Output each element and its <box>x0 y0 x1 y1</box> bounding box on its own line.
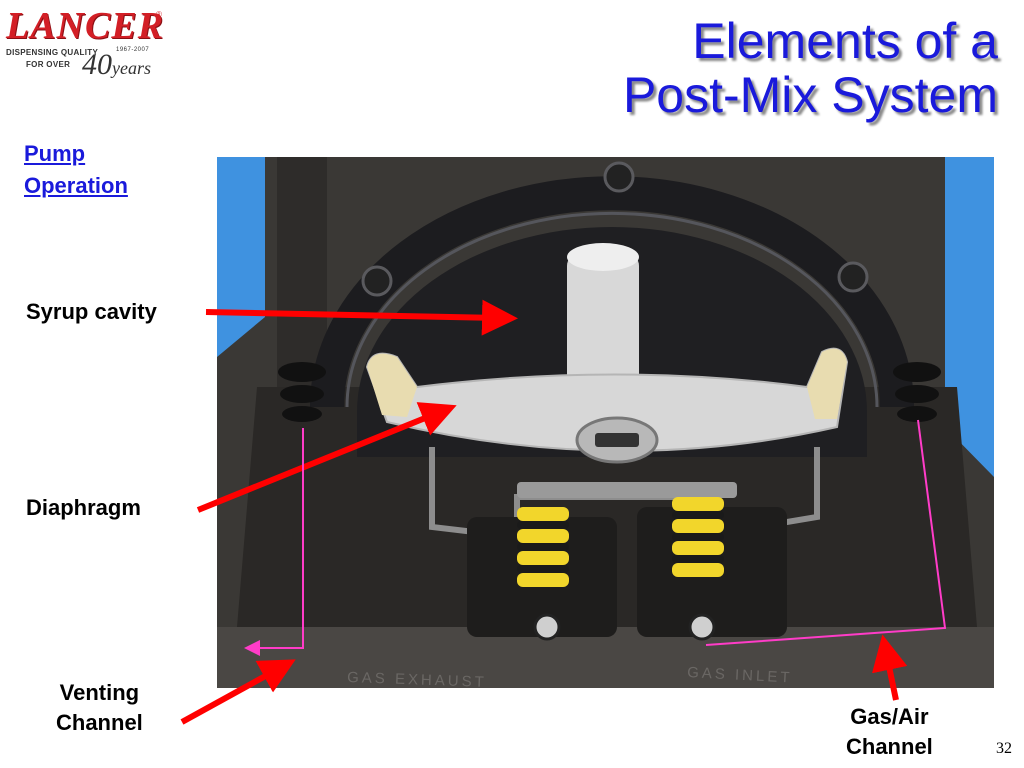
diaphragm-tab-right <box>807 348 847 419</box>
logo-brand: LANCER <box>6 5 165 47</box>
diaphragm-center-slot <box>595 433 639 447</box>
label-venting-line1: Venting <box>59 680 140 705</box>
valve-spring-right <box>672 497 724 577</box>
logo-tagline-line1: DISPENSING QUALITY <box>6 48 99 57</box>
piston-rod-top <box>567 243 639 271</box>
label-syrup-cavity: Syrup cavity <box>26 299 157 324</box>
diaphragm-tab-left <box>367 353 417 417</box>
pump-photo: GAS EXHAUST GAS INLET <box>217 157 994 688</box>
logo-anniversary: 1967-2007 40 years <box>82 44 162 81</box>
screw <box>361 265 393 297</box>
pump-operation-link[interactable]: Pump Operation <box>24 138 128 202</box>
valve-spring-left <box>517 507 569 587</box>
logo-years-number: 40 <box>82 48 112 81</box>
retaining-ring <box>310 176 914 408</box>
label-gas-line1: Gas/Air <box>850 704 929 729</box>
slide-title-line2: Post-Mix System <box>622 67 998 123</box>
slide-title: Elements of a Post-Mix System <box>623 14 998 122</box>
valve-bracket <box>517 482 737 498</box>
logo-year-range: 1967-2007 <box>116 47 150 53</box>
embossed-gas-exhaust: GAS EXHAUST <box>347 669 487 688</box>
embossed-gas-inlet: GAS INLET <box>687 664 793 686</box>
screw <box>603 161 635 193</box>
label-venting-channel: Venting Channel <box>56 678 143 738</box>
grommet-left <box>278 362 326 422</box>
page-number: 32 <box>996 740 1012 757</box>
label-venting-line2: Channel <box>56 710 143 735</box>
logo-registered-mark: ® <box>156 10 162 19</box>
logo-years-word: years <box>112 58 151 78</box>
exhaust-port <box>533 613 561 641</box>
logo-tagline-line2: FOR OVER <box>26 60 71 69</box>
label-gas-air-channel: Gas/Air Channel <box>846 702 933 762</box>
pump-operation-link-line1: Pump <box>24 141 86 166</box>
lancer-logo: LANCER ® DISPENSING QUALITY FOR OVER 196… <box>4 4 164 84</box>
pump-operation-link-line2: Operation <box>24 173 128 198</box>
screw <box>837 261 869 293</box>
inlet-port <box>688 613 716 641</box>
label-gas-line2: Channel <box>846 734 933 759</box>
grommet-right <box>893 362 941 422</box>
slide-title-line1: Elements of a <box>692 13 998 69</box>
label-diaphragm: Diaphragm <box>26 495 141 520</box>
